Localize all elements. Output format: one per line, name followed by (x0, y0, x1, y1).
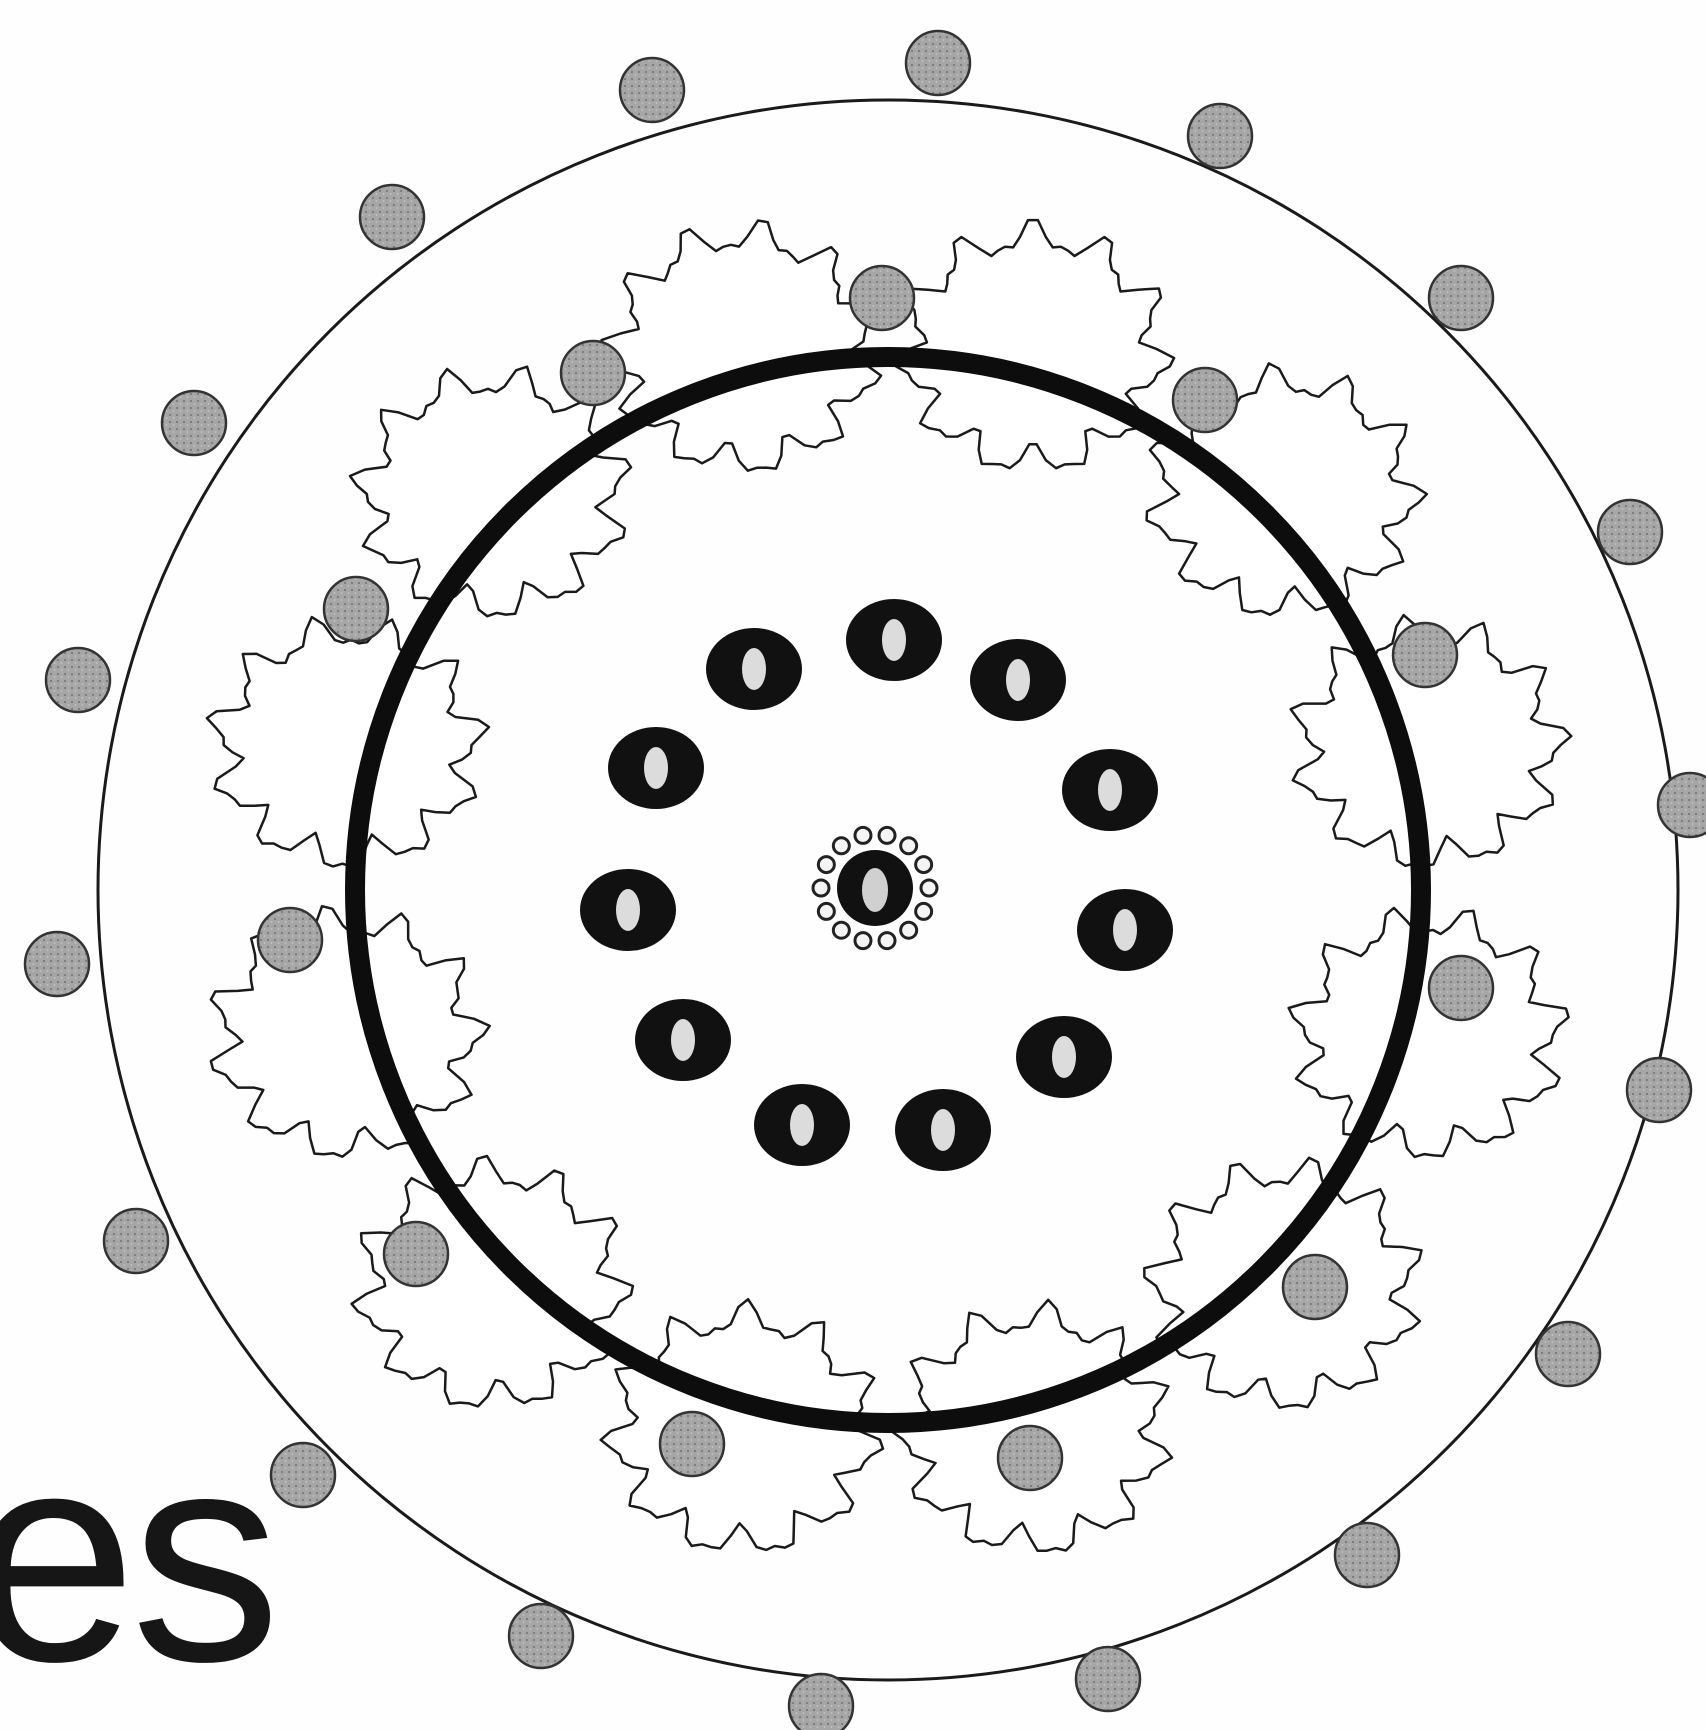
outer-particle (1335, 1523, 1399, 1587)
outer-particle (620, 58, 684, 122)
halo-bead (833, 922, 849, 938)
outer-particle (1658, 773, 1706, 837)
outer-particle (104, 1209, 168, 1273)
halo-bead (901, 922, 917, 938)
inner-particle (580, 869, 676, 951)
halo-bead (916, 857, 932, 873)
outer-particle (561, 341, 625, 405)
outer-particle (509, 1604, 573, 1668)
outer-particle (1188, 104, 1252, 168)
inner-particle (1077, 889, 1173, 971)
lobe-coil (352, 1156, 633, 1406)
outer-particle (1429, 956, 1493, 1020)
outer-particle (1393, 623, 1457, 687)
inner-particle (895, 1089, 991, 1171)
outer-particle (324, 577, 388, 641)
outer-particle (850, 266, 914, 330)
outer-particle (271, 1443, 335, 1507)
halo-bead (855, 933, 871, 949)
outer-particle (1598, 500, 1662, 564)
inner-particle (1016, 1016, 1112, 1098)
lobe-coil (602, 221, 882, 471)
inner-particle (846, 599, 942, 681)
outer-particle (1536, 1322, 1600, 1386)
halo-bead (833, 838, 849, 854)
halo-bead (901, 838, 917, 854)
halo-bead (879, 827, 895, 843)
centre-particle (813, 827, 937, 948)
outer-particle (46, 648, 110, 712)
outer-particle (1173, 368, 1237, 432)
outer-particle (162, 391, 226, 455)
halo-bead (818, 857, 834, 873)
outer-particle (906, 31, 970, 95)
outer-particle (360, 185, 424, 249)
halo-bead (818, 903, 834, 919)
halo-bead (855, 827, 871, 843)
outer-particle (789, 1674, 853, 1730)
inner-particle (635, 999, 731, 1081)
inner-particle (754, 1084, 850, 1166)
halo-bead (921, 880, 937, 896)
inner-particle (1062, 749, 1158, 831)
outer-particle (384, 1222, 448, 1286)
halo-bead (879, 933, 895, 949)
outer-particle (660, 1412, 724, 1476)
outer-particle (1076, 1647, 1140, 1711)
lobe-coil (892, 220, 1174, 468)
inner-particle (706, 628, 802, 710)
centre-particle-spot (862, 868, 888, 912)
halo-bead (916, 903, 932, 919)
outer-particle (998, 1426, 1062, 1490)
lobe-coil (1289, 908, 1569, 1157)
outer-particle (25, 932, 89, 996)
halo-bead (813, 880, 829, 896)
inner-particle (608, 727, 704, 809)
outer-particle (1283, 1255, 1347, 1319)
lobe-coil (207, 617, 489, 867)
caption-fragment: es (0, 1388, 275, 1724)
outer-particle (1429, 266, 1493, 330)
outer-particle (258, 908, 322, 972)
outer-particle (1627, 1058, 1691, 1122)
inner-particle (970, 639, 1066, 721)
